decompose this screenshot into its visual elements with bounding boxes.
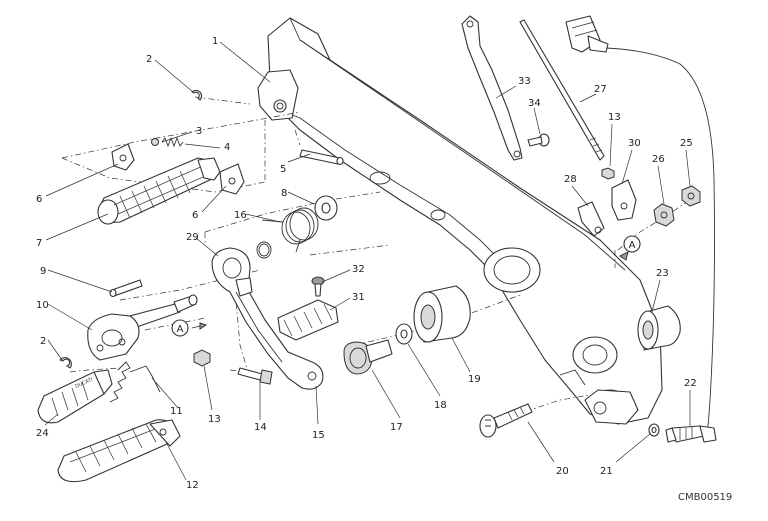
callout-21: 21 xyxy=(600,466,613,477)
bolt-14 xyxy=(237,367,273,385)
callout-7: 7 xyxy=(36,238,42,249)
callout-14: 14 xyxy=(254,422,267,433)
washer-18 xyxy=(395,323,413,345)
callout-32: 32 xyxy=(352,264,365,275)
nut-13-right xyxy=(601,167,615,180)
washer-21 xyxy=(648,423,660,437)
clevis-30 xyxy=(611,179,637,221)
footpeg-hanger-bracket xyxy=(257,17,663,425)
push-rod-27 xyxy=(519,19,605,161)
callout-15: 15 xyxy=(312,430,325,441)
brake-light-switch-22 xyxy=(665,425,717,443)
callout-13-left: 13 xyxy=(208,414,221,425)
callout-27: 27 xyxy=(594,84,607,95)
callout-9: 9 xyxy=(40,266,46,277)
callout-numbers: 1 2 3 4 5 6 6 7 8 16 29 9 10 2 11 12 13 … xyxy=(36,36,697,491)
callout-13-right: 13 xyxy=(608,112,621,123)
callout-25: 25 xyxy=(680,138,693,149)
callout-22: 22 xyxy=(684,378,697,389)
callout-26: 26 xyxy=(652,154,665,165)
nut-25 xyxy=(681,185,701,207)
o-ring-29 xyxy=(256,241,272,259)
callout-24: 24 xyxy=(36,428,49,439)
callout-29: 29 xyxy=(186,232,199,243)
brake-pedal-spring-11 xyxy=(109,361,161,403)
screw-34 xyxy=(527,133,550,147)
nut-26 xyxy=(653,203,675,227)
callout-18: 18 xyxy=(434,400,447,411)
callout-31: 31 xyxy=(352,292,365,303)
footpeg-bracket-right xyxy=(219,163,245,195)
callout-8: 8 xyxy=(281,188,287,199)
washer-8 xyxy=(314,195,338,221)
footpeg-bracket-left xyxy=(111,143,135,171)
brake-pedal-pivot xyxy=(87,294,198,361)
callout-16: 16 xyxy=(234,210,247,221)
clevis-pin-28 xyxy=(577,201,605,237)
callout-20: 20 xyxy=(556,466,569,477)
bushing-19 xyxy=(413,285,471,343)
callout-19: 19 xyxy=(468,374,481,385)
brake-pedal-return-spring xyxy=(261,207,319,253)
callout-1: 1 xyxy=(212,36,218,47)
callout-4: 4 xyxy=(224,142,230,153)
callout-11: 11 xyxy=(170,406,183,417)
footpeg-spring-small xyxy=(161,136,184,148)
callout-2-upper: 2 xyxy=(146,54,152,65)
callout-34: 34 xyxy=(528,98,541,109)
callout-30: 30 xyxy=(628,138,641,149)
brake-pedal xyxy=(211,247,324,390)
marker-a-right-label: A xyxy=(629,240,636,251)
callout-6-right: 6 xyxy=(192,210,198,221)
callout-23: 23 xyxy=(656,268,669,279)
offroad-footpeg-lower xyxy=(57,419,181,483)
nut-13-left xyxy=(193,349,211,367)
callout-10: 10 xyxy=(36,300,49,311)
bracket-33 xyxy=(461,15,523,161)
footpeg-detent-ball xyxy=(151,138,159,146)
callout-5: 5 xyxy=(280,164,286,175)
brake-light-switch-cable xyxy=(565,15,715,439)
callout-6-left: 6 xyxy=(36,194,42,205)
circlip-lower xyxy=(59,357,72,369)
marker-a-left: A xyxy=(171,319,208,337)
marker-a-left-label: A xyxy=(177,324,184,335)
callout-17: 17 xyxy=(390,422,403,433)
brake-pedal-tip xyxy=(277,299,339,341)
pivot-pin xyxy=(299,149,344,166)
drawing-code: CMB00519 xyxy=(678,492,732,503)
offroad-footpeg-upper: DUCATI xyxy=(37,369,113,424)
callout-28: 28 xyxy=(564,174,577,185)
footpeg-pin xyxy=(109,279,143,298)
callout-12: 12 xyxy=(186,480,199,491)
callout-leader-lines xyxy=(44,41,691,481)
callout-2-lower: 2 xyxy=(40,336,46,347)
tip-screw xyxy=(311,276,325,297)
callout-3: 3 xyxy=(196,126,202,137)
bushing-23 xyxy=(637,305,681,351)
rubber-footpeg xyxy=(97,157,221,225)
callout-33: 33 xyxy=(518,76,531,87)
circlip-upper xyxy=(191,89,203,101)
bolt-20 xyxy=(479,403,533,438)
marker-a-right: A xyxy=(619,235,641,261)
shoulder-bolt-17 xyxy=(343,339,393,375)
